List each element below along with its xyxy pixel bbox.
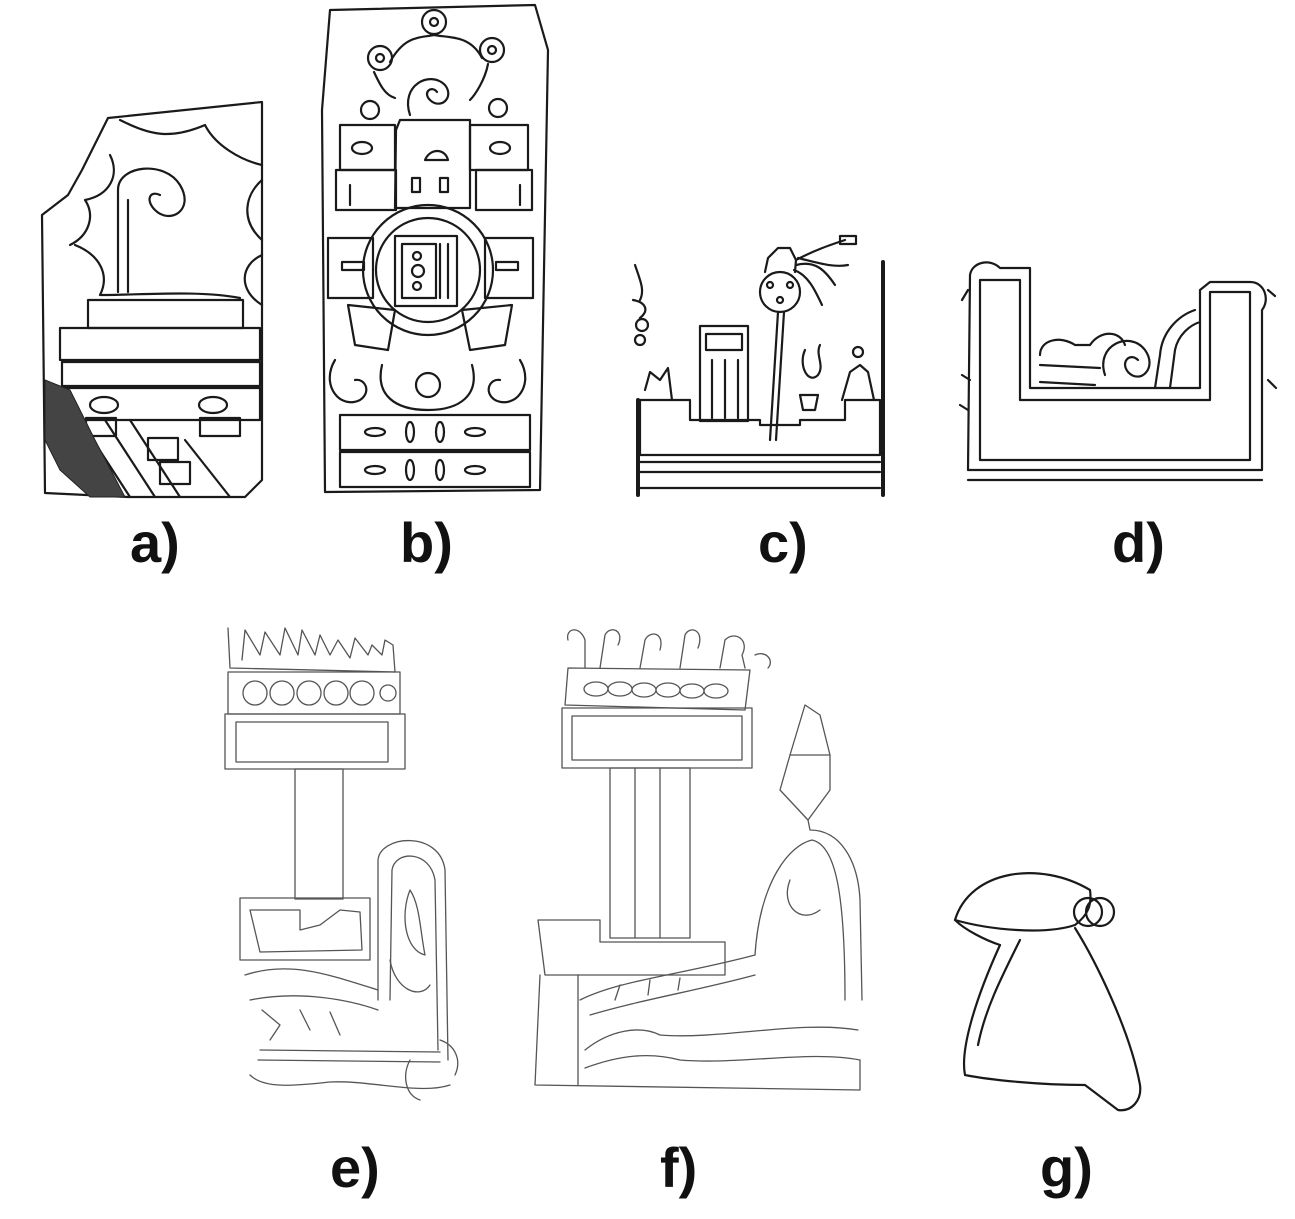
panel-label-g: g) xyxy=(1040,1136,1093,1199)
panel-a-drawing xyxy=(40,100,264,499)
panel-f-drawing xyxy=(534,629,863,1091)
panel-label-a: a) xyxy=(130,511,180,574)
panel-label-e: e) xyxy=(330,1136,380,1199)
panel-g-drawing xyxy=(953,872,1142,1112)
panel-d-drawing xyxy=(958,261,1278,482)
panel-b-drawing xyxy=(320,3,550,494)
panel-label-f: f) xyxy=(660,1136,698,1199)
panel-label-b: b) xyxy=(400,511,453,574)
panel-label-c: c) xyxy=(758,511,808,574)
panel-c-drawing xyxy=(631,234,885,497)
panel-e-drawing xyxy=(224,627,459,1101)
panel-label-d: d) xyxy=(1112,511,1165,574)
